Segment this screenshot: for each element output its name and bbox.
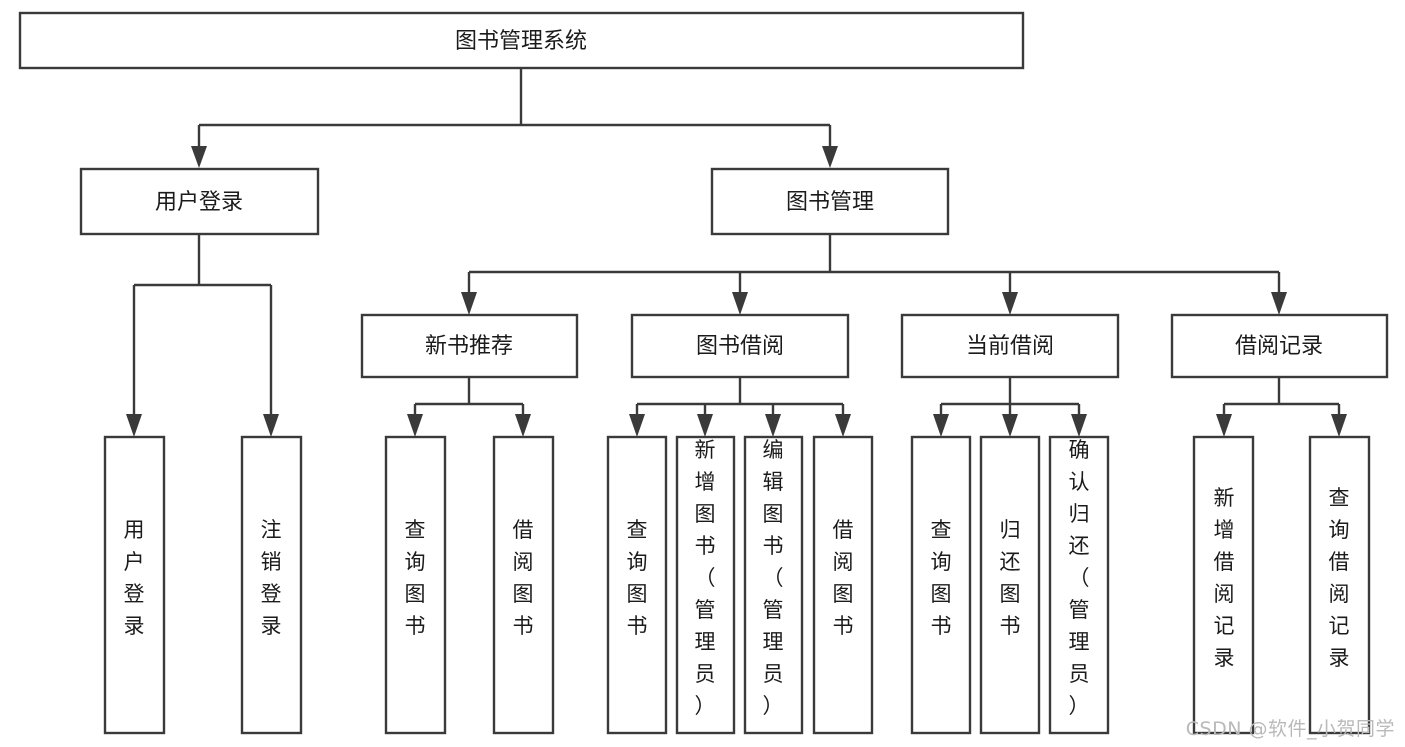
arrow-to-current-borrow — [1002, 292, 1018, 315]
connector-borrow-record-bus — [1222, 377, 1341, 420]
arrow-cb-to-confirm-return — [1071, 414, 1087, 437]
node-leaf-confirm-return-label: 确认归还（管理员） — [1069, 438, 1090, 718]
node-user-login[interactable]: 用户登录 — [79, 167, 320, 236]
node-book-management-label: 图书管理 — [786, 190, 874, 215]
node-leaf-user-login[interactable]: 用户登录 — [103, 435, 166, 735]
node-current-borrow[interactable]: 当前借阅 — [900, 313, 1120, 379]
connectors-layer — [126, 68, 1347, 437]
node-leaf-query-book-1-box — [384, 435, 447, 735]
node-current-borrow-box — [900, 313, 1120, 379]
node-new-book-recommend-box — [360, 313, 579, 379]
node-leaf-query-book-1-label: 查询图书 — [405, 518, 426, 638]
arrow-to-borrow-record — [1271, 292, 1287, 315]
node-user-login-box — [79, 167, 320, 236]
node-borrow-record-box — [1170, 313, 1389, 379]
node-leaf-confirm-return[interactable]: 确认归还（管理员） — [1048, 435, 1110, 735]
node-book-borrow-box — [630, 313, 850, 379]
node-borrow-record-label: 借阅记录 — [1235, 334, 1323, 359]
node-leaf-confirm-return-box — [1048, 435, 1110, 735]
node-leaf-query-record-box — [1308, 435, 1371, 735]
node-leaf-add-record[interactable]: 新增借阅记录 — [1192, 435, 1255, 735]
arrow-user-login-to-leaf-user-login — [126, 414, 142, 437]
node-leaf-borrow-book-2-label: 借阅图书 — [833, 518, 854, 638]
node-leaf-borrow-book-1[interactable]: 借阅图书 — [492, 435, 555, 735]
arrow-cb-to-query-book — [933, 414, 949, 437]
arrow-bb-to-add-book — [697, 414, 713, 437]
node-leaf-query-book-1[interactable]: 查询图书 — [384, 435, 447, 735]
arrow-to-new-book-recommend — [461, 292, 477, 315]
node-root-label: 图书管理系统 — [455, 29, 587, 54]
connector-book-borrow-bus — [635, 377, 845, 420]
arrow-bb-to-query-book — [629, 414, 645, 437]
arrow-nbr-to-borrow-book — [515, 414, 531, 437]
node-borrow-record[interactable]: 借阅记录 — [1170, 313, 1389, 379]
connector-new-book-recommend-bus — [413, 377, 525, 420]
node-leaf-query-book-2-box — [606, 435, 668, 735]
node-leaf-logout-login[interactable]: 注销登录 — [240, 435, 303, 735]
node-leaf-borrow-book-2-box — [812, 435, 874, 735]
node-leaf-logout-login-label: 注销登录 — [261, 518, 282, 638]
node-leaf-add-record-label: 新增借阅记录 — [1214, 486, 1235, 670]
node-leaf-add-book-label: 新增图书（管理员） — [695, 438, 716, 718]
node-leaf-user-login-label: 用户登录 — [124, 518, 145, 638]
connector-root-to-level2-bus — [197, 68, 832, 152]
arrow-to-book-borrow — [732, 292, 748, 315]
node-root[interactable]: 图书管理系统 — [18, 11, 1025, 70]
node-leaf-query-book-3-label: 查询图书 — [931, 518, 952, 638]
arrow-root-to-user-login — [191, 146, 207, 168]
node-leaf-edit-book-box — [743, 435, 804, 735]
node-leaf-logout-login-box — [240, 435, 303, 735]
node-book-borrow-label: 图书借阅 — [696, 334, 784, 359]
node-leaf-query-book-2-label: 查询图书 — [627, 518, 648, 638]
arrow-br-to-add-record — [1216, 414, 1232, 437]
connector-book-management-bus — [467, 234, 1281, 298]
node-current-borrow-label: 当前借阅 — [966, 334, 1054, 359]
node-leaf-add-book-box — [675, 435, 736, 735]
connector-user-login-bus — [132, 234, 273, 420]
node-leaf-add-book[interactable]: 新增图书（管理员） — [675, 435, 736, 735]
node-leaf-query-book-3-box — [910, 435, 972, 735]
node-leaf-borrow-book-1-label: 借阅图书 — [513, 518, 534, 638]
node-leaf-return-book[interactable]: 归还图书 — [979, 435, 1041, 735]
arrow-root-to-book-management — [822, 146, 838, 168]
node-leaf-query-record-label: 查询借阅记录 — [1329, 486, 1350, 670]
node-leaf-add-record-box — [1192, 435, 1255, 735]
arrow-bb-to-edit-book — [765, 414, 781, 437]
node-leaf-return-book-box — [979, 435, 1041, 735]
node-leaf-borrow-book-2[interactable]: 借阅图书 — [812, 435, 874, 735]
arrow-cb-to-return-book — [1002, 414, 1018, 437]
node-root-box — [18, 11, 1025, 70]
connector-current-borrow-bus — [939, 377, 1081, 420]
node-leaf-user-login-box — [103, 435, 166, 735]
node-leaf-query-record[interactable]: 查询借阅记录 — [1308, 435, 1371, 735]
node-leaf-edit-book-label: 编辑图书（管理员） — [763, 438, 784, 718]
csdn-watermark: CSDN @软件_小贺同学 — [1185, 718, 1395, 740]
node-leaf-query-book-2[interactable]: 查询图书 — [606, 435, 668, 735]
arrow-br-to-query-record — [1331, 414, 1347, 437]
node-book-management-box — [710, 167, 950, 236]
arrow-nbr-to-query-book — [407, 414, 423, 437]
node-new-book-recommend-label: 新书推荐 — [425, 334, 513, 359]
node-leaf-query-book-3[interactable]: 查询图书 — [910, 435, 972, 735]
node-book-management[interactable]: 图书管理 — [710, 167, 950, 236]
node-leaf-return-book-label: 归还图书 — [1000, 518, 1021, 638]
arrow-bb-to-borrow-book — [835, 414, 851, 437]
arrow-user-login-to-leaf-logout-login — [263, 414, 279, 437]
node-new-book-recommend[interactable]: 新书推荐 — [360, 313, 579, 379]
node-user-login-label: 用户登录 — [155, 190, 243, 215]
node-leaf-borrow-book-1-box — [492, 435, 555, 735]
node-leaf-edit-book[interactable]: 编辑图书（管理员） — [743, 435, 804, 735]
node-book-borrow[interactable]: 图书借阅 — [630, 313, 850, 379]
